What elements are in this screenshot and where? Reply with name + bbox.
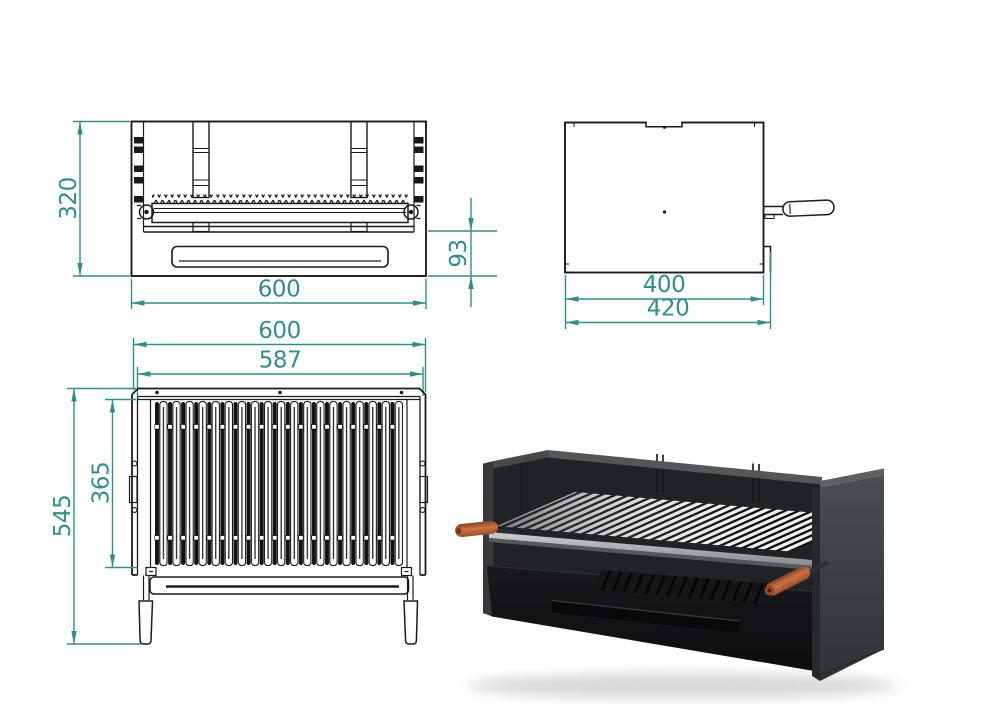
- dim-label-420: 420: [647, 296, 689, 322]
- side-view: 400 420: [564, 120, 835, 329]
- dim-side-overall-depth: 420: [565, 252, 772, 329]
- side-handle: [763, 199, 835, 219]
- render-vgrate: [489, 492, 868, 571]
- dim-front-lower-height: 93: [428, 198, 497, 307]
- dim-label-365: 365: [89, 462, 115, 504]
- render-charcoal-grate: [594, 570, 770, 604]
- render-back-wall-edge: [548, 450, 822, 485]
- dim-label-320: 320: [56, 177, 82, 219]
- front-view: 320 93 600: [56, 120, 497, 309]
- side-outline: [564, 121, 765, 274]
- dim-label-587: 587: [259, 348, 301, 374]
- front-ash-drawer: [171, 245, 389, 268]
- render-right-handle: [764, 560, 829, 596]
- dim-label-93: 93: [446, 239, 472, 267]
- render-grate-rail: [489, 532, 824, 567]
- dim-top-overall-width: 600: [132, 318, 427, 392]
- dim-front-width: 600: [130, 277, 427, 309]
- front-vgrate: [137, 194, 421, 224]
- top-view: 600 587: [50, 318, 429, 645]
- dim-side-inner-depth: 400: [564, 272, 765, 329]
- dim-top-grate-depth: 365: [89, 398, 138, 569]
- front-vent-tabs: [134, 137, 424, 203]
- render-right-wall-edge: [820, 468, 884, 488]
- render-left-handle: [455, 520, 519, 538]
- render-right-wall: [820, 475, 884, 681]
- side-drawer-step: [763, 245, 772, 273]
- dim-label-600-front: 600: [258, 277, 300, 303]
- dim-label-600-top: 600: [258, 318, 300, 344]
- top-body: [128, 387, 429, 576]
- product-3d-render: [455, 450, 898, 699]
- dim-top-inner-width: 587: [136, 348, 424, 396]
- render-shadow: [468, 673, 898, 699]
- top-drip-tray: [145, 566, 413, 595]
- front-outline: [130, 120, 427, 277]
- top-vgrate-slats: [154, 401, 403, 566]
- dim-top-overall-length: 545: [50, 387, 141, 645]
- dim-label-400: 400: [643, 272, 685, 298]
- top-legs: [138, 575, 419, 645]
- dim-front-height: 320: [56, 120, 130, 277]
- render-drawer-handle: [552, 600, 739, 633]
- front-grate-rails: [192, 120, 368, 233]
- dim-label-545: 545: [50, 495, 76, 537]
